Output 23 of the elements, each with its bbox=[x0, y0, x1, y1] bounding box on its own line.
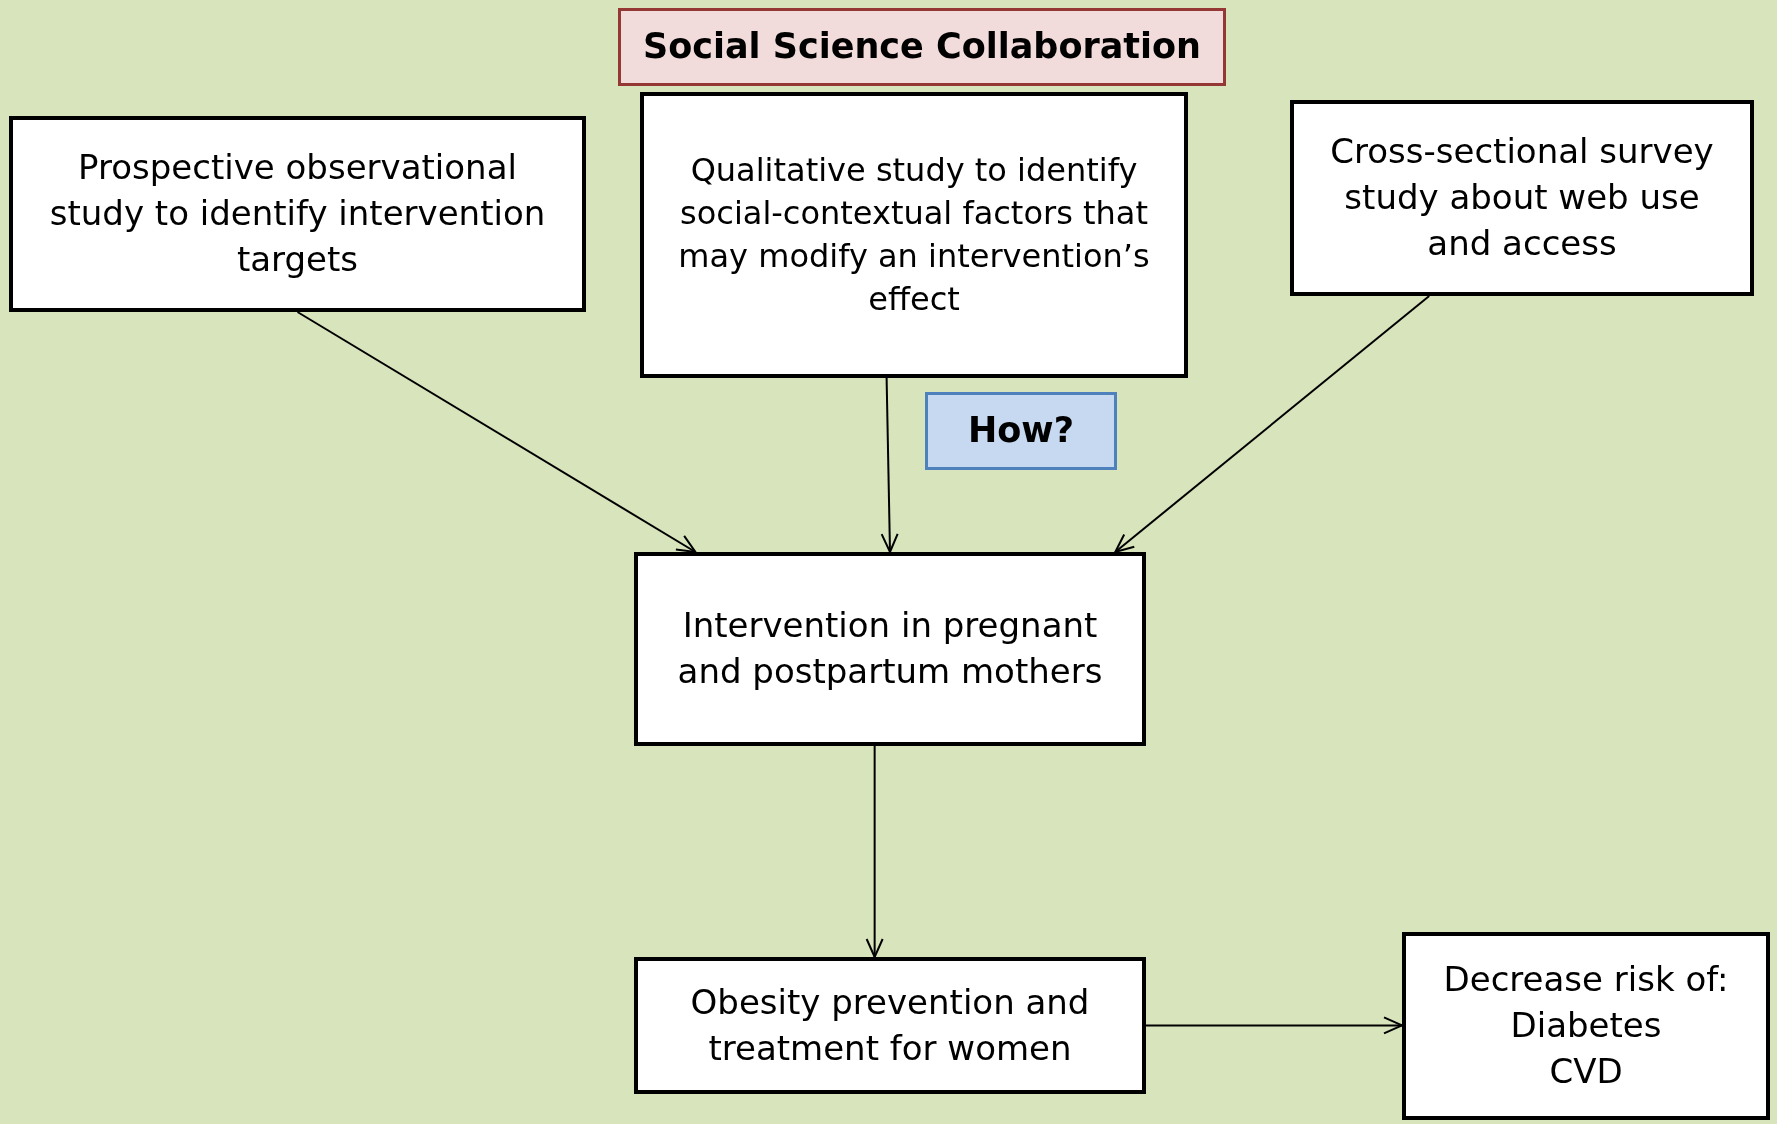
process-box bbox=[1402, 932, 1770, 1120]
box-text: Cross-sectional survey study about web use and access bbox=[1329, 130, 1715, 265]
box-text: CVD bbox=[1549, 1049, 1623, 1093]
process-box bbox=[1290, 100, 1754, 296]
process-box bbox=[9, 116, 586, 312]
arrow bbox=[1114, 295, 1431, 553]
box-text: Prospective observational study to identify intervention targets bbox=[48, 146, 547, 281]
box-text: Intervention in pregnant and postpartum mothers bbox=[676, 604, 1104, 693]
box-text: Social Science Collaboration bbox=[642, 25, 1202, 69]
box-text: How? bbox=[968, 409, 1074, 453]
arrow bbox=[880, 377, 899, 553]
process-box bbox=[640, 92, 1188, 378]
arrow bbox=[865, 745, 884, 958]
process-box bbox=[634, 957, 1146, 1094]
arrow bbox=[296, 311, 697, 553]
box-text: Obesity prevention and treatment for women bbox=[689, 980, 1091, 1070]
process-box bbox=[634, 552, 1146, 746]
box-text: Diabetes bbox=[1510, 1004, 1662, 1048]
arrow bbox=[1145, 1016, 1403, 1035]
box-text: Decrease risk of: bbox=[1443, 958, 1729, 1002]
box-text: Qualitative study to identify social-contextual factors that may modify an intervention’s effect bbox=[677, 149, 1151, 321]
highlight-box bbox=[925, 392, 1117, 470]
highlight-box bbox=[618, 8, 1226, 86]
